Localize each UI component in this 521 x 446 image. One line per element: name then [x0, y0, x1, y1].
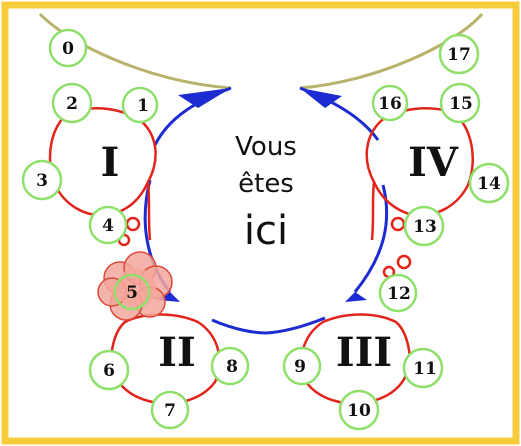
section-II-outline	[110, 313, 221, 405]
node-12-label[interactable]: 12	[387, 284, 411, 304]
ring-arc-bottom-left	[211, 318, 267, 335]
node-15-circle[interactable]	[439, 82, 481, 124]
section-III-label: III	[336, 329, 392, 376]
node-7-label[interactable]: 7	[164, 401, 176, 421]
loop-left-1	[125, 216, 141, 232]
node-3-circle[interactable]	[21, 159, 63, 201]
node-3-label[interactable]: 3	[36, 171, 48, 191]
connector-I-down	[146, 181, 152, 241]
loop-right-2	[396, 254, 412, 270]
node-6-circle[interactable]	[88, 349, 130, 391]
section-II-label: II	[158, 329, 195, 376]
node-8-label[interactable]: 8	[226, 357, 238, 377]
node-15-label[interactable]: 15	[449, 94, 473, 114]
node-0-circle[interactable]	[48, 28, 88, 68]
node-labels: 0 1 2 3 4 5 6 7 8 9 10 11 12 13 14 15 16…	[36, 39, 501, 421]
highlight-cloud	[97, 251, 173, 321]
wedge-top-left	[178, 88, 231, 108]
node-5-circle[interactable]	[113, 273, 151, 311]
node-13-label[interactable]: 13	[413, 217, 437, 237]
node-16-label[interactable]: 16	[378, 94, 402, 114]
ring-arc-right	[353, 184, 389, 293]
center-line-3: ici	[244, 208, 288, 254]
node-14-label[interactable]: 14	[477, 174, 501, 194]
node-4-label[interactable]: 4	[102, 216, 114, 236]
node-11-label[interactable]: 11	[413, 359, 437, 379]
node-1-circle[interactable]	[121, 86, 159, 124]
node-4-circle[interactable]	[88, 205, 128, 245]
node-12-circle[interactable]	[378, 273, 418, 313]
connector-IV-down	[370, 181, 376, 241]
node-17-label[interactable]: 17	[447, 45, 471, 65]
node-7-circle[interactable]	[150, 390, 190, 430]
node-14-circle[interactable]	[468, 162, 510, 204]
node-5-label[interactable]: 5	[126, 283, 138, 303]
node-8-circle[interactable]	[210, 346, 250, 386]
center-line-2: êtes	[238, 169, 294, 199]
node-11-circle[interactable]	[402, 347, 444, 389]
node-13-circle[interactable]	[403, 205, 445, 247]
loop-right-3	[382, 265, 396, 279]
olive-curve-left	[38, 12, 232, 90]
node-10-circle[interactable]	[338, 389, 380, 431]
node-9-circle[interactable]	[282, 346, 322, 386]
node-0-label[interactable]: 0	[62, 39, 74, 59]
node-2-circle[interactable]	[51, 82, 93, 124]
wedge-top-right	[300, 88, 342, 108]
node-1-label[interactable]: 1	[137, 96, 149, 116]
wedge-right	[345, 292, 367, 302]
node-10-label[interactable]: 10	[347, 401, 371, 421]
node-17-circle[interactable]	[438, 33, 480, 75]
section-III-outline	[300, 313, 411, 405]
section-IV-label: IV	[408, 139, 459, 186]
node-2-label[interactable]: 2	[66, 94, 78, 114]
node-9-label[interactable]: 9	[294, 357, 306, 377]
olive-curve-right	[299, 13, 484, 90]
node-6-label[interactable]: 6	[103, 361, 115, 381]
section-I-label: I	[101, 139, 120, 186]
node-16-circle[interactable]	[371, 84, 409, 122]
center-line-1: Vous	[235, 132, 297, 162]
ring-arc-bottom-right	[265, 316, 326, 335]
node-circles	[21, 28, 510, 431]
